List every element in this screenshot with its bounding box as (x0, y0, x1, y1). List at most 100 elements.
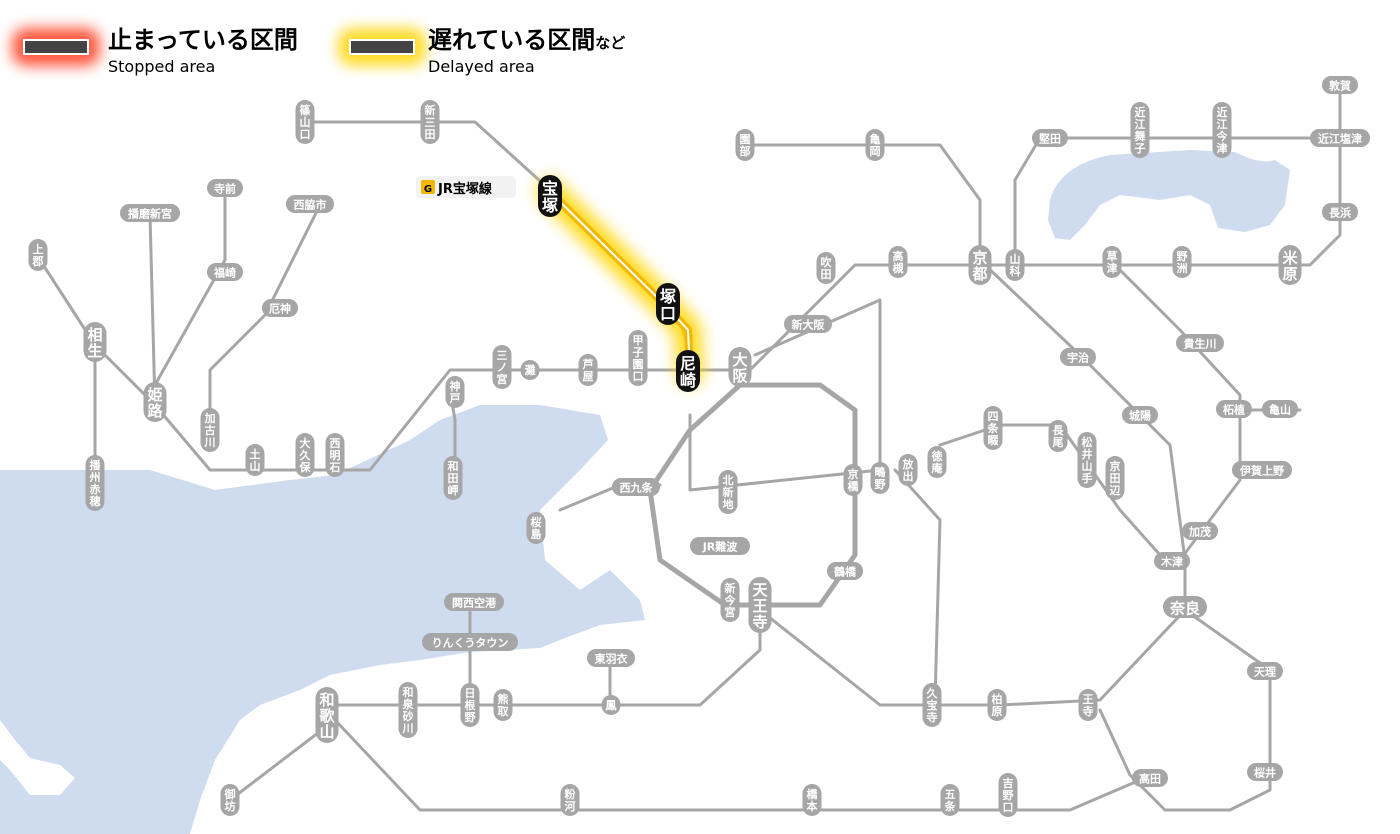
station-kitashinchi[interactable]: 北新地 (718, 470, 738, 514)
station-label: 桜井 (1254, 766, 1276, 780)
station-label-char: 槻 (893, 261, 904, 275)
station-tokuan[interactable]: 徳庵 (927, 446, 947, 478)
station-label-char: 畷 (988, 434, 1000, 447)
station-gojo[interactable]: 五条 (940, 784, 960, 816)
station-nishiakashi[interactable]: 西明石 (325, 433, 345, 477)
station-kyuhoji[interactable]: 久宝寺 (922, 683, 942, 727)
station-yoshinoguchi[interactable]: 吉野口 (998, 773, 1018, 817)
station-kusatsu[interactable]: 草津 (1102, 246, 1122, 278)
station-wadamisaki[interactable]: 和田岬 (443, 456, 463, 500)
station-shinsanda[interactable]: 新三田 (420, 100, 440, 144)
station-sasayamaguchi[interactable]: 篠山口 (295, 100, 315, 144)
station-sonobe[interactable]: 園部 (735, 129, 755, 161)
station-hashimoto[interactable]: 橋本 (802, 784, 822, 816)
station-higashihagoromo[interactable]: 東羽衣 (587, 649, 635, 667)
station-amagasaki[interactable]: 尼崎 (676, 350, 700, 392)
station-tsuge[interactable]: 柘植 (1216, 400, 1252, 418)
station-hineno[interactable]: 日根野 (460, 683, 480, 727)
station-label-char: 条 (987, 421, 1000, 435)
station-omishiotsu[interactable]: 近江塩津 (1310, 129, 1370, 147)
station-aioi[interactable]: 相生 (83, 322, 107, 362)
station-kamo[interactable]: 加茂 (1182, 522, 1218, 540)
station-takada[interactable]: 高田 (1132, 769, 1168, 787)
station-label-char: 本 (807, 799, 818, 813)
station-rinku[interactable]: りんくうタウン (422, 633, 518, 651)
station-label-char: 五 (945, 788, 956, 801)
station-label-char: 塚 (542, 196, 558, 215)
station-kakogawa[interactable]: 加古川 (200, 408, 220, 452)
station-tsuruga[interactable]: 敦賀 (1322, 76, 1358, 94)
station-okubo[interactable]: 大久保 (295, 433, 315, 477)
station-tsuruhashi[interactable]: 鶴橋 (827, 562, 863, 580)
station-kobe[interactable]: 神戸 (445, 376, 465, 408)
station-yamashina[interactable]: 山科 (1005, 249, 1025, 281)
station-takatsuki[interactable]: 高槻 (888, 246, 908, 278)
station-uji[interactable]: 宇治 (1060, 348, 1096, 366)
station-label-char: 口 (1003, 801, 1014, 814)
station-nishikujo[interactable]: 西九条 (612, 478, 660, 496)
station-otori[interactable]: 鳳 (601, 695, 621, 715)
station-iga[interactable]: 伊賀上野 (1232, 461, 1292, 479)
station-tenri[interactable]: 天理 (1247, 662, 1283, 680)
station-kumatori[interactable]: 熊取 (493, 689, 513, 721)
station-nishiwakishi[interactable]: 西脇市 (286, 195, 334, 213)
station-label-char: 田 (448, 472, 459, 485)
station-label-char: 辺 (1110, 484, 1121, 497)
station-shinimamiya[interactable]: 新今宮 (720, 578, 740, 622)
station-gobo[interactable]: 御坊 (220, 784, 240, 816)
station-shigino[interactable]: 鴫野 (870, 462, 890, 494)
station-katata[interactable]: 堅田 (1032, 129, 1068, 147)
station-yakujin[interactable]: 厄神 (262, 299, 298, 317)
station-sannomiya[interactable]: 三ノ宮 (492, 345, 512, 389)
station-label-char: 山 (319, 723, 334, 741)
station-kameoka[interactable]: 亀岡 (865, 129, 885, 161)
station-sakurai[interactable]: 桜井 (1247, 763, 1283, 781)
station-label-char: 米 (1282, 249, 1298, 267)
station-kameyama[interactable]: 亀山 (1262, 400, 1298, 418)
station-sakurajima[interactable]: 桜島 (526, 512, 546, 544)
station-label-char: 甲 (633, 334, 644, 347)
station-osaka[interactable]: 大阪 (728, 347, 752, 387)
station-tsuchiyama[interactable]: 土山 (245, 444, 265, 476)
station-kyoto[interactable]: 京都 (968, 245, 992, 285)
station-harimashingu[interactable]: 播磨新宮 (120, 204, 180, 222)
station-jrnamba[interactable]: JR難波 (690, 537, 750, 555)
station-kansaiairport[interactable]: 関西空港 (444, 593, 504, 611)
station-fukusaki[interactable]: 福崎 (207, 263, 243, 281)
station-yasu[interactable]: 野洲 (1172, 246, 1192, 278)
station-kokawa[interactable]: 粉河 (560, 784, 580, 816)
station-kamigori[interactable]: 上郡 (28, 239, 48, 271)
station-ashiya[interactable]: 芦屋 (578, 354, 598, 386)
station-kibukawa[interactable]: 貴生川 (1176, 334, 1224, 352)
station-takarazuka[interactable]: 宝塚 (538, 175, 562, 217)
station-tsukaguchi[interactable]: 塚口 (656, 283, 680, 325)
station-tennoji[interactable]: 天王寺 (748, 577, 772, 633)
station-maibara[interactable]: 米原 (1278, 245, 1302, 285)
station-suita[interactable]: 吹田 (816, 252, 836, 284)
station-label-char: 子 (1135, 142, 1146, 155)
station-shinosaka[interactable]: 新大阪 (784, 315, 832, 333)
delayed-section (537, 179, 703, 385)
line-badge-jr-takarazuka[interactable]: G JR宝塚線 (416, 176, 516, 198)
station-hanaten[interactable]: 放出 (898, 454, 918, 486)
station-kashiwara[interactable]: 柏原 (987, 689, 1007, 721)
station-shijonawate[interactable]: 四条畷 (983, 406, 1003, 450)
station-kizu[interactable]: 木津 (1154, 552, 1190, 570)
station-teramae[interactable]: 寺前 (207, 179, 243, 197)
station-joyo[interactable]: 城陽 (1122, 406, 1158, 424)
station-nada[interactable]: 灘 (520, 360, 540, 380)
station-himeji[interactable]: 姫路 (143, 382, 167, 422)
station-nara[interactable]: 奈良 (1163, 596, 1207, 618)
station-kyobashi[interactable]: 京橋 (843, 464, 863, 496)
station-wakayama[interactable]: 和歌山 (315, 687, 339, 743)
station-kyotanabe[interactable]: 京田辺 (1105, 456, 1125, 500)
station-nagao[interactable]: 長尾 (1048, 420, 1068, 452)
station-nagahama[interactable]: 長浜 (1322, 203, 1358, 221)
station-oji[interactable]: 王寺 (1078, 689, 1098, 721)
